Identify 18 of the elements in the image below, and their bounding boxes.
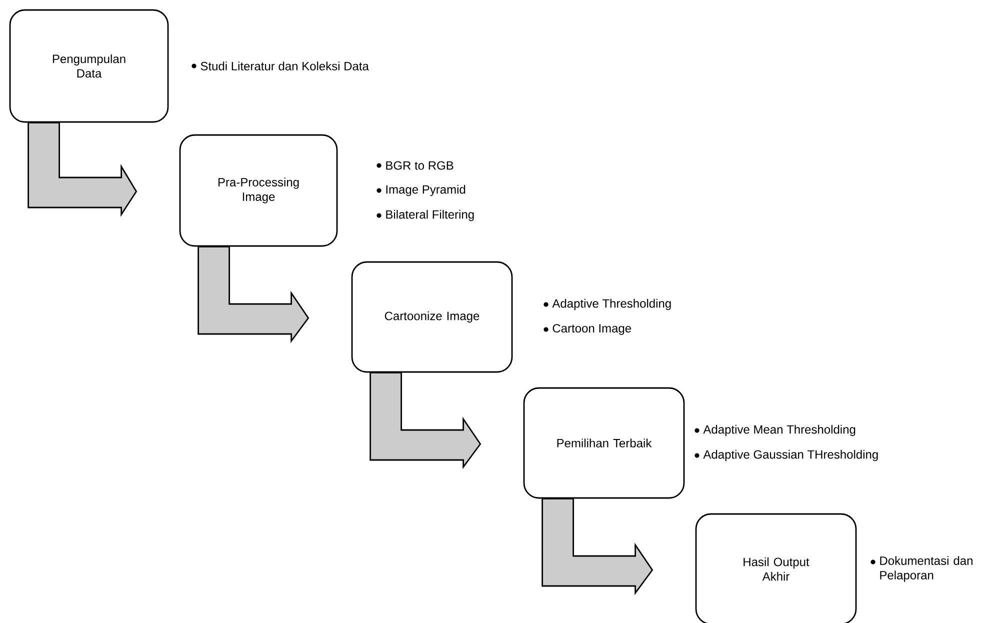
process-box: Pemilihan Terbaik bbox=[523, 387, 685, 499]
process-box: Pengumpulan Data bbox=[9, 9, 169, 123]
bent-arrow bbox=[542, 498, 654, 596]
bent-arrow bbox=[198, 246, 310, 344]
bullet-item: Bilateral Filtering bbox=[386, 210, 474, 222]
bent-arrow bbox=[370, 372, 482, 470]
process-box: Pra-Processing Image bbox=[179, 134, 338, 247]
bullet-item: Adaptive Thresholding bbox=[552, 298, 671, 310]
bullet-item: Adaptive Mean Thresholding bbox=[703, 424, 856, 436]
bent-arrow bbox=[28, 122, 138, 217]
bullet-item: Dokumentasi dan Pelaporan bbox=[880, 556, 972, 582]
bullet-item: Cartoon Image bbox=[552, 324, 632, 335]
process-box: Hasil Output Akhir bbox=[695, 513, 857, 623]
bullet-item: BGR to RGB bbox=[386, 161, 454, 170]
bullet-item: Adaptive Gaussian THresholding bbox=[703, 450, 878, 462]
process-box: Cartoonize Image bbox=[351, 261, 513, 373]
bullet-item: Image Pyramid bbox=[386, 184, 466, 196]
bullet-item: Studi Literatur dan Koleksi Data bbox=[200, 62, 369, 70]
